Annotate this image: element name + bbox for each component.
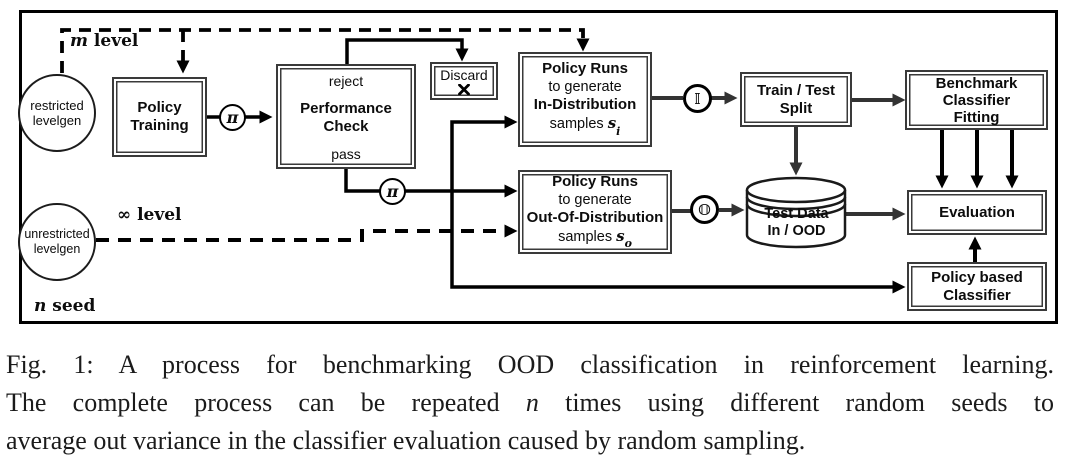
policy-runs-id-node: Policy Runs to generate In-Distribution … bbox=[518, 52, 652, 147]
test-data-label-1: Test Data bbox=[764, 206, 829, 222]
policy-runs-id-label-3: In-Distribution bbox=[533, 96, 637, 114]
caption-line-1: Fig. 1: A process for benchmarking OOD c… bbox=[6, 350, 1054, 379]
test-data-label-2: In / OOD bbox=[767, 223, 826, 239]
benchmark-label-1: Benchmark bbox=[935, 74, 1018, 92]
pi-symbol: π bbox=[386, 182, 399, 201]
policy-training-label-2: Training bbox=[130, 117, 189, 134]
caption-line-2b: times using different random seeds to bbox=[538, 388, 1054, 417]
samples-text: samples bbox=[549, 116, 608, 133]
in-distribution-symbol-circle: 𝕀 bbox=[683, 84, 712, 113]
n-seed-label: n seed bbox=[34, 296, 95, 316]
pass-label: pass bbox=[331, 146, 361, 162]
discard-node: Discard bbox=[430, 62, 498, 100]
performance-check-node: reject Performance Check pass bbox=[276, 64, 416, 169]
restricted-levelgen-label-1: restricted bbox=[30, 98, 84, 113]
double-struck-o-symbol: 𝕆 bbox=[698, 200, 711, 219]
policy-runs-ood-samples: samples so bbox=[558, 227, 632, 251]
caption-line-2a: The complete process can be repeated bbox=[6, 388, 526, 417]
pass-to-policy-classifier-arrow bbox=[450, 191, 906, 294]
diagram-frame bbox=[19, 10, 1058, 324]
test-data-label: Test Data In / OOD bbox=[749, 206, 844, 240]
policy-classifier-node: Policy based Classifier bbox=[907, 262, 1047, 311]
infinity-symbol: ∞ bbox=[117, 205, 132, 225]
policy-runs-ood-node: Policy Runs to generate Out-Of-Distribut… bbox=[518, 170, 672, 254]
evaluation-node: Evaluation bbox=[907, 190, 1047, 235]
train-test-split-label-1: Train / Test bbox=[756, 81, 836, 99]
performance-check-label-2: Check bbox=[323, 117, 369, 135]
out-distribution-symbol-circle: 𝕆 bbox=[690, 195, 719, 224]
policy-training-node: Policy Training bbox=[112, 77, 207, 157]
double-struck-i-symbol: 𝕀 bbox=[694, 89, 701, 108]
policy-runs-id-samples: samples si bbox=[550, 114, 621, 138]
pi-symbol-circle-2: π bbox=[379, 178, 406, 205]
performance-check-label-1: Performance bbox=[300, 99, 392, 117]
cylinder-ring-1 bbox=[745, 196, 847, 211]
cylinder-ring-2 bbox=[745, 203, 847, 218]
policy-runs-id-label-1: Policy Runs bbox=[542, 60, 628, 78]
m-level-text: level bbox=[88, 31, 139, 51]
unrestricted-levelgen-label-1: unrestricted bbox=[24, 227, 90, 241]
restricted-levelgen-label-2: levelgen bbox=[32, 113, 82, 128]
unrestricted-levelgen-label-2: levelgen bbox=[33, 242, 81, 256]
s-i-subscript: i bbox=[616, 124, 621, 138]
inf-level-label: ∞ level bbox=[117, 205, 182, 225]
s-o-symbol: s bbox=[616, 226, 625, 245]
policy-runs-ood-label-1: Policy Runs bbox=[552, 172, 638, 190]
policy-runs-ood-label-3: Out-Of-Distribution bbox=[526, 208, 664, 226]
caption-n-var: n bbox=[525, 388, 539, 417]
reject-label: reject bbox=[328, 73, 364, 89]
x-mark-icon bbox=[458, 83, 470, 95]
reject-to-discard-arrow bbox=[345, 38, 469, 64]
cylinder-top bbox=[745, 176, 847, 204]
s-o-subscript: o bbox=[624, 237, 632, 251]
unrestricted-levelgen-node: unrestricted levelgen bbox=[18, 203, 96, 281]
train-test-split-node: Train / Test Split bbox=[740, 72, 852, 127]
train-test-split-label-2: Split bbox=[779, 99, 813, 117]
samples-text: samples bbox=[558, 228, 617, 245]
restricted-levelgen-node: restricted levelgen bbox=[18, 74, 96, 152]
pass-to-id-runs-arrow bbox=[450, 115, 518, 191]
benchmark-fitting-node: Benchmark Classifier Fitting bbox=[905, 70, 1048, 130]
evaluation-label: Evaluation bbox=[939, 203, 1015, 221]
discard-label: Discard bbox=[440, 66, 488, 83]
pi-symbol-circle-1: π bbox=[219, 104, 246, 131]
pi-symbol: π bbox=[226, 108, 239, 127]
caption-line-2: The complete process can be repeated n t… bbox=[6, 384, 1054, 422]
policy-runs-id-label-2: to generate bbox=[548, 79, 622, 96]
m-level-label: m level bbox=[70, 31, 138, 51]
m-level-dashed-line bbox=[60, 28, 590, 73]
inf-level-text: level bbox=[131, 205, 182, 225]
policy-classifier-label-2: Classifier bbox=[943, 286, 1011, 304]
cylinder-body bbox=[745, 190, 847, 249]
benchmark-label-2: Classifier bbox=[942, 91, 1011, 109]
policy-runs-ood-label-2: to generate bbox=[558, 191, 632, 208]
s-i-symbol: s bbox=[607, 114, 617, 133]
n-seed-text: seed bbox=[46, 296, 96, 316]
policy-classifier-label-1: Policy based bbox=[931, 268, 1023, 286]
caption-line-3: average out variance in the classifier e… bbox=[6, 426, 806, 455]
inf-level-dashed-line bbox=[96, 224, 518, 242]
m-var: m bbox=[70, 31, 88, 51]
policy-training-label-1: Policy bbox=[137, 99, 182, 116]
n-var: n bbox=[34, 296, 47, 316]
figure-caption: Fig. 1: A process for benchmarking OOD c… bbox=[6, 346, 1054, 460]
test-data-cylinder bbox=[745, 176, 847, 249]
benchmark-label-3: Fitting bbox=[953, 108, 1000, 126]
